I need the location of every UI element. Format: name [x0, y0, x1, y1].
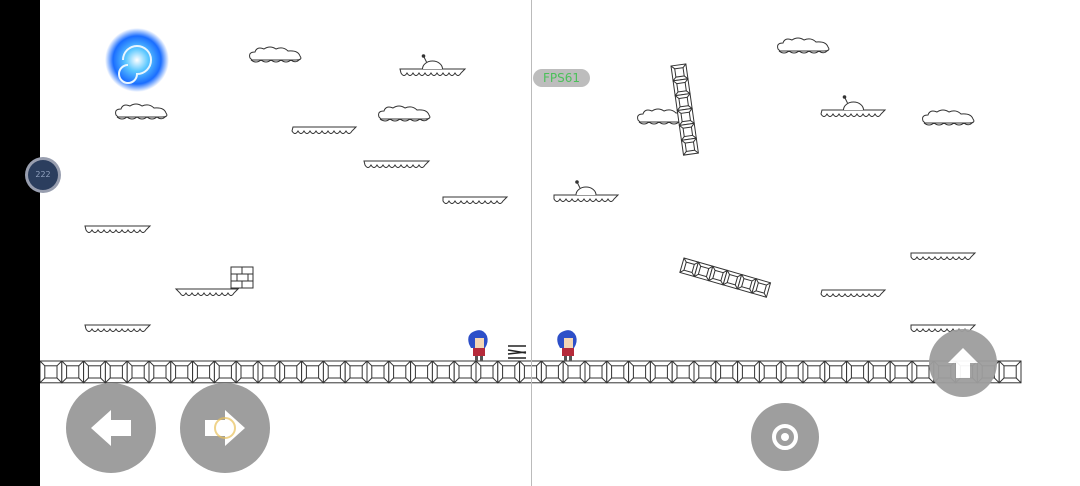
portal: [105, 28, 169, 92]
move-right-button[interactable]: [180, 383, 270, 473]
spring: [507, 345, 527, 359]
ground-tile: [519, 360, 542, 384]
ground-tile: [680, 137, 699, 156]
ground-tile: [737, 360, 760, 384]
target-icon: [772, 424, 798, 450]
ground-tile: [83, 360, 106, 384]
ground-tile: [674, 93, 693, 112]
ground-tile: [824, 360, 848, 384]
ground-tile: [39, 360, 63, 384]
ground-tile: [301, 360, 324, 384]
ground-tile: [679, 257, 700, 278]
ground-tile: [867, 360, 891, 384]
floating-platform: [399, 54, 467, 76]
ground-tile: [584, 360, 608, 384]
ground-tile: [758, 360, 782, 384]
brick-block: [230, 266, 254, 289]
ground-tile: [279, 360, 303, 384]
ground-tile: [628, 360, 651, 384]
ground-tile: [431, 360, 455, 384]
arrow-right-icon: [205, 410, 245, 446]
tilted-block-chain: [679, 257, 772, 298]
ground-tile: [998, 360, 1022, 384]
floating-badge[interactable]: 222: [25, 157, 61, 193]
ground-tile: [751, 278, 772, 298]
jump-button[interactable]: [929, 329, 997, 397]
ground-tile: [693, 360, 717, 384]
action-button[interactable]: [751, 403, 819, 471]
floating-platform: [291, 126, 358, 134]
floating-platform: [820, 95, 887, 117]
ground-tile: [410, 360, 433, 384]
ground-tile: [606, 360, 630, 384]
ground-tile: [235, 360, 259, 384]
cloud: [777, 37, 830, 54]
floating-platform: [910, 252, 977, 260]
ground-tile: [497, 360, 521, 384]
fps-counter: FPS61: [533, 69, 590, 87]
floating-platform: [84, 225, 152, 233]
floating-platform: [820, 289, 887, 297]
ground-tile: [213, 360, 237, 384]
ground-tile: [453, 360, 477, 384]
ground-tile: [671, 360, 695, 384]
ground-tile: [148, 360, 172, 384]
ground-tile: [670, 63, 689, 82]
player-character: [557, 330, 577, 361]
ground-tile: [388, 360, 412, 384]
ground-tile: [672, 78, 691, 97]
floating-platform: [442, 196, 509, 204]
floating-platform: [363, 160, 431, 168]
ground-tile: [61, 360, 85, 384]
ground-tile: [344, 360, 368, 384]
cloud: [378, 105, 431, 122]
ground-tile: [475, 360, 499, 384]
ground-tile: [722, 269, 743, 290]
ground-tile: [693, 261, 714, 282]
ground-tile: [257, 360, 281, 384]
ground-tile: [846, 360, 869, 384]
ground-tile: [540, 360, 564, 384]
ground-tile: [366, 360, 390, 384]
ground-tile: [715, 360, 739, 384]
floating-platform: [174, 288, 240, 296]
cloud: [249, 46, 302, 63]
screen-edge: [0, 0, 40, 486]
ground-tile: [802, 360, 826, 384]
cloud: [922, 109, 975, 126]
split-screen-divider: [531, 0, 532, 486]
floating-platform: [84, 324, 152, 332]
ground-tile: [126, 360, 150, 384]
ground-tile: [676, 107, 695, 126]
ground-tile: [562, 360, 586, 384]
ground-tile: [889, 360, 913, 384]
cloud: [115, 103, 168, 120]
move-left-button[interactable]: [66, 383, 156, 473]
arrow-left-icon: [91, 410, 131, 446]
ground-tile: [170, 360, 194, 384]
ground-tile: [192, 360, 215, 384]
ground-tile: [322, 360, 346, 384]
rotating-block-chain: [670, 63, 699, 156]
arrow-up-icon: [948, 348, 978, 378]
ground-tile: [780, 360, 804, 384]
player-character: [468, 330, 488, 361]
floating-platform: [553, 180, 620, 202]
ground-tile: [678, 122, 697, 141]
ground-tile: [104, 360, 128, 384]
ground-tile: [649, 360, 673, 384]
